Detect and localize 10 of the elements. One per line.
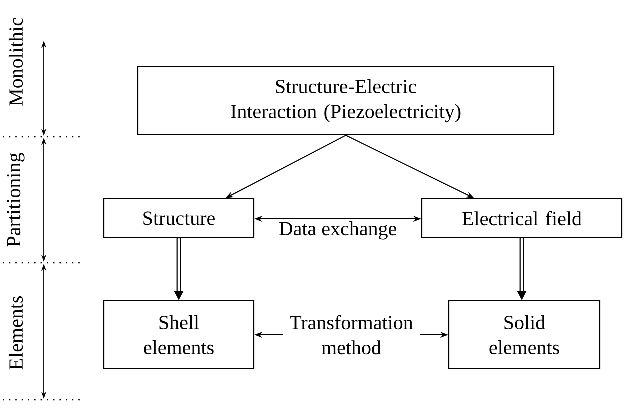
edge-label: Data exchange	[278, 220, 398, 241]
process-box: Shell elements	[103, 300, 255, 370]
edge-label: Transformation method	[283, 314, 420, 356]
band-label: Elements	[8, 296, 24, 370]
process-box: Solid elements	[448, 300, 601, 370]
band-label: Partitioning	[7, 153, 25, 247]
process-box: Structure	[103, 198, 255, 239]
process-box: Electrical field	[421, 198, 623, 239]
band-label: Monolithic	[8, 18, 24, 106]
process-box: Structure-Electric Interaction (Piezoelectricity)	[137, 66, 555, 136]
